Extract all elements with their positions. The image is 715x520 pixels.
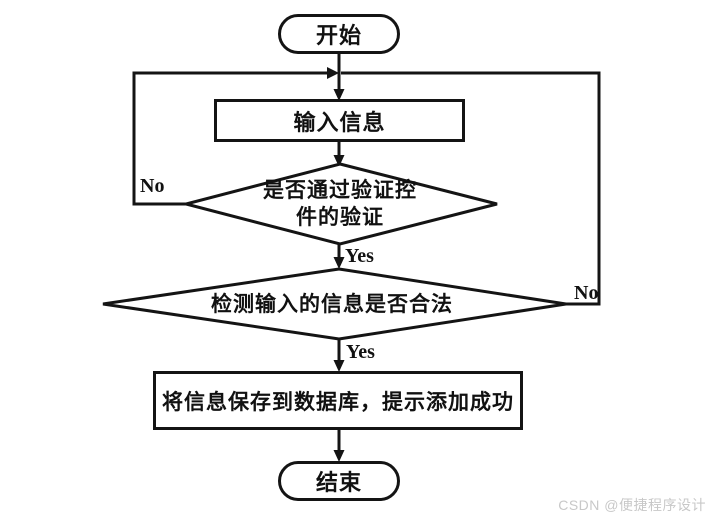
input-step-label: 输入信息 xyxy=(293,109,386,135)
check-decision-label: 检测输入的信息是否合法 xyxy=(152,291,512,318)
edge-check-no-line xyxy=(341,71,601,306)
save-step-node: 将信息保存到数据库，提示添加成功 xyxy=(153,371,523,430)
validate-decision-line2: 件的验证 xyxy=(296,206,384,229)
edge-start-input-arrowhead-icon xyxy=(333,89,345,101)
start-node: 开始 xyxy=(278,14,400,54)
edge-validate-check-arrowhead-icon xyxy=(333,257,345,269)
check-decision-text: 检测输入的信息是否合法 xyxy=(211,293,453,316)
end-node: 结束 xyxy=(278,461,400,501)
edge-label-validate-yes: Yes xyxy=(345,245,374,267)
watermark: CSDN @便捷程序设计 xyxy=(558,497,706,513)
save-step-label: 将信息保存到数据库，提示添加成功 xyxy=(162,390,514,414)
edge-validate-no-arrowhead-icon xyxy=(327,67,339,79)
edge-save-end-arrowhead-icon xyxy=(333,450,345,462)
edge-input-validate-arrowhead-icon xyxy=(333,155,345,167)
edge-validate-no-line xyxy=(132,71,327,206)
edge-label-validate-no: No xyxy=(140,175,165,197)
start-node-label: 开始 xyxy=(315,23,362,48)
edge-label-check-yes: Yes xyxy=(346,341,375,363)
end-node-label: 结束 xyxy=(315,470,362,495)
validate-decision-line1: 是否通过验证控 xyxy=(263,179,417,202)
edge-label-check-no: No xyxy=(574,282,599,304)
edge-check-save-arrowhead-icon xyxy=(333,360,345,372)
validate-decision-label: 是否通过验证控 件的验证 xyxy=(224,177,456,231)
input-step-node: 输入信息 xyxy=(214,99,465,142)
